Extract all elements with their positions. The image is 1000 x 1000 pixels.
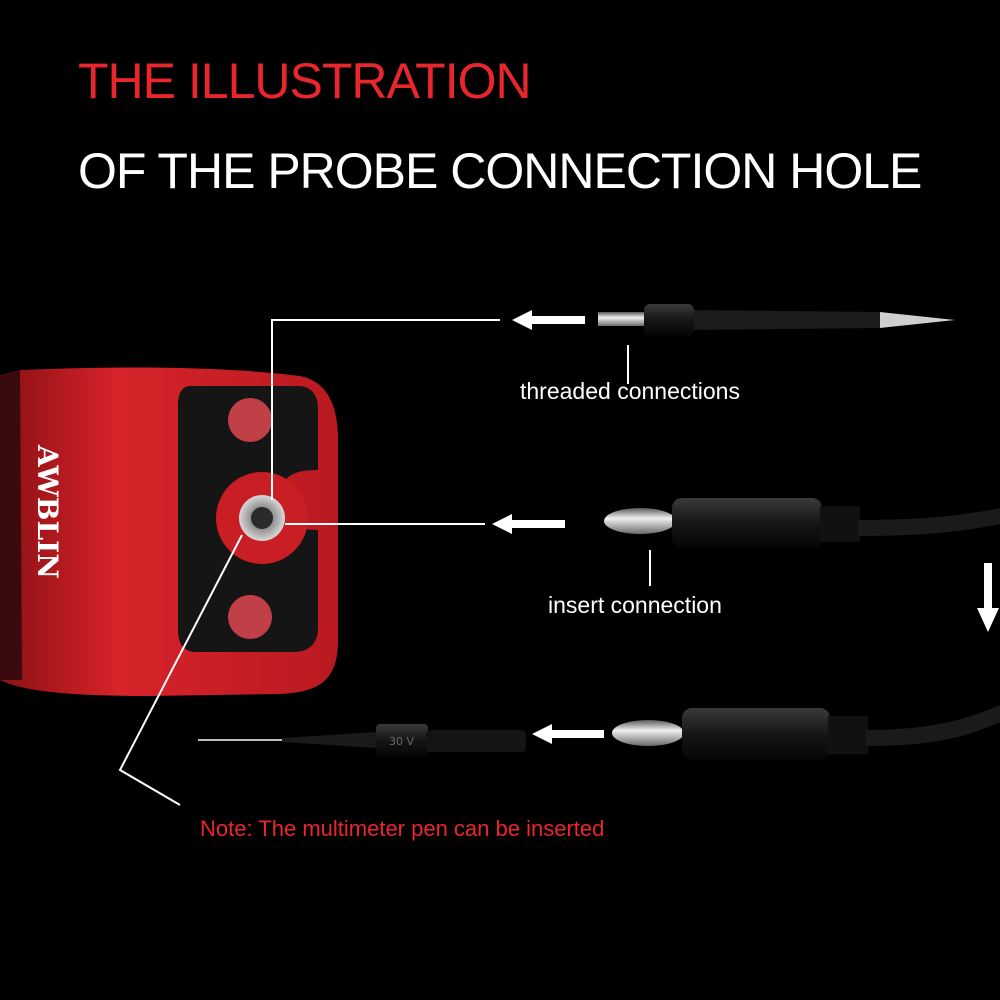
title-line-1: THE ILLUSTRATION [78,53,532,109]
plug-pin [604,508,676,534]
plug-pin [612,720,684,746]
arrow-left-icon [532,724,604,744]
multimeter-pen: 30 V [198,724,526,756]
threaded-probe [598,304,955,336]
pen-sleeve [426,730,526,752]
plug-cable [858,508,1000,536]
device-body: AWBLIN [0,367,338,696]
brand-logo: AWBLIN [31,444,64,579]
plug-housing [682,708,830,760]
arrows [492,310,999,744]
arrow-left-icon [492,514,565,534]
arrow-left-icon [512,310,585,330]
top-pad [228,398,272,442]
plug-strain-relief [828,716,868,754]
probe-thread-tip [598,312,646,326]
threaded-hole-core [251,507,273,529]
banana-plug-middle [604,498,1000,548]
pen-marking: 30 V [389,735,414,748]
plug-cable [866,705,1000,746]
plug-strain-relief [820,506,860,542]
pen-taper [282,732,376,748]
bottom-pad [228,595,272,639]
plug-housing [672,498,822,548]
device-shadow-edge [0,370,22,680]
leader-line-threaded [271,319,500,500]
title-line-2: OF THE PROBE CONNECTION HOLE [78,143,922,199]
leader-lines [118,319,651,806]
banana-plug-bottom [612,705,1000,760]
leader-line-note [118,534,243,806]
note-text: Note: The multimeter pen can be inserted [200,816,605,841]
probe-grip [644,304,694,336]
probe-needle [880,312,955,328]
arrow-down-icon [977,563,999,632]
label-insert-connection: insert connection [548,592,722,618]
pen-collar [376,724,428,756]
label-threaded-connections: threaded connections [520,378,740,404]
